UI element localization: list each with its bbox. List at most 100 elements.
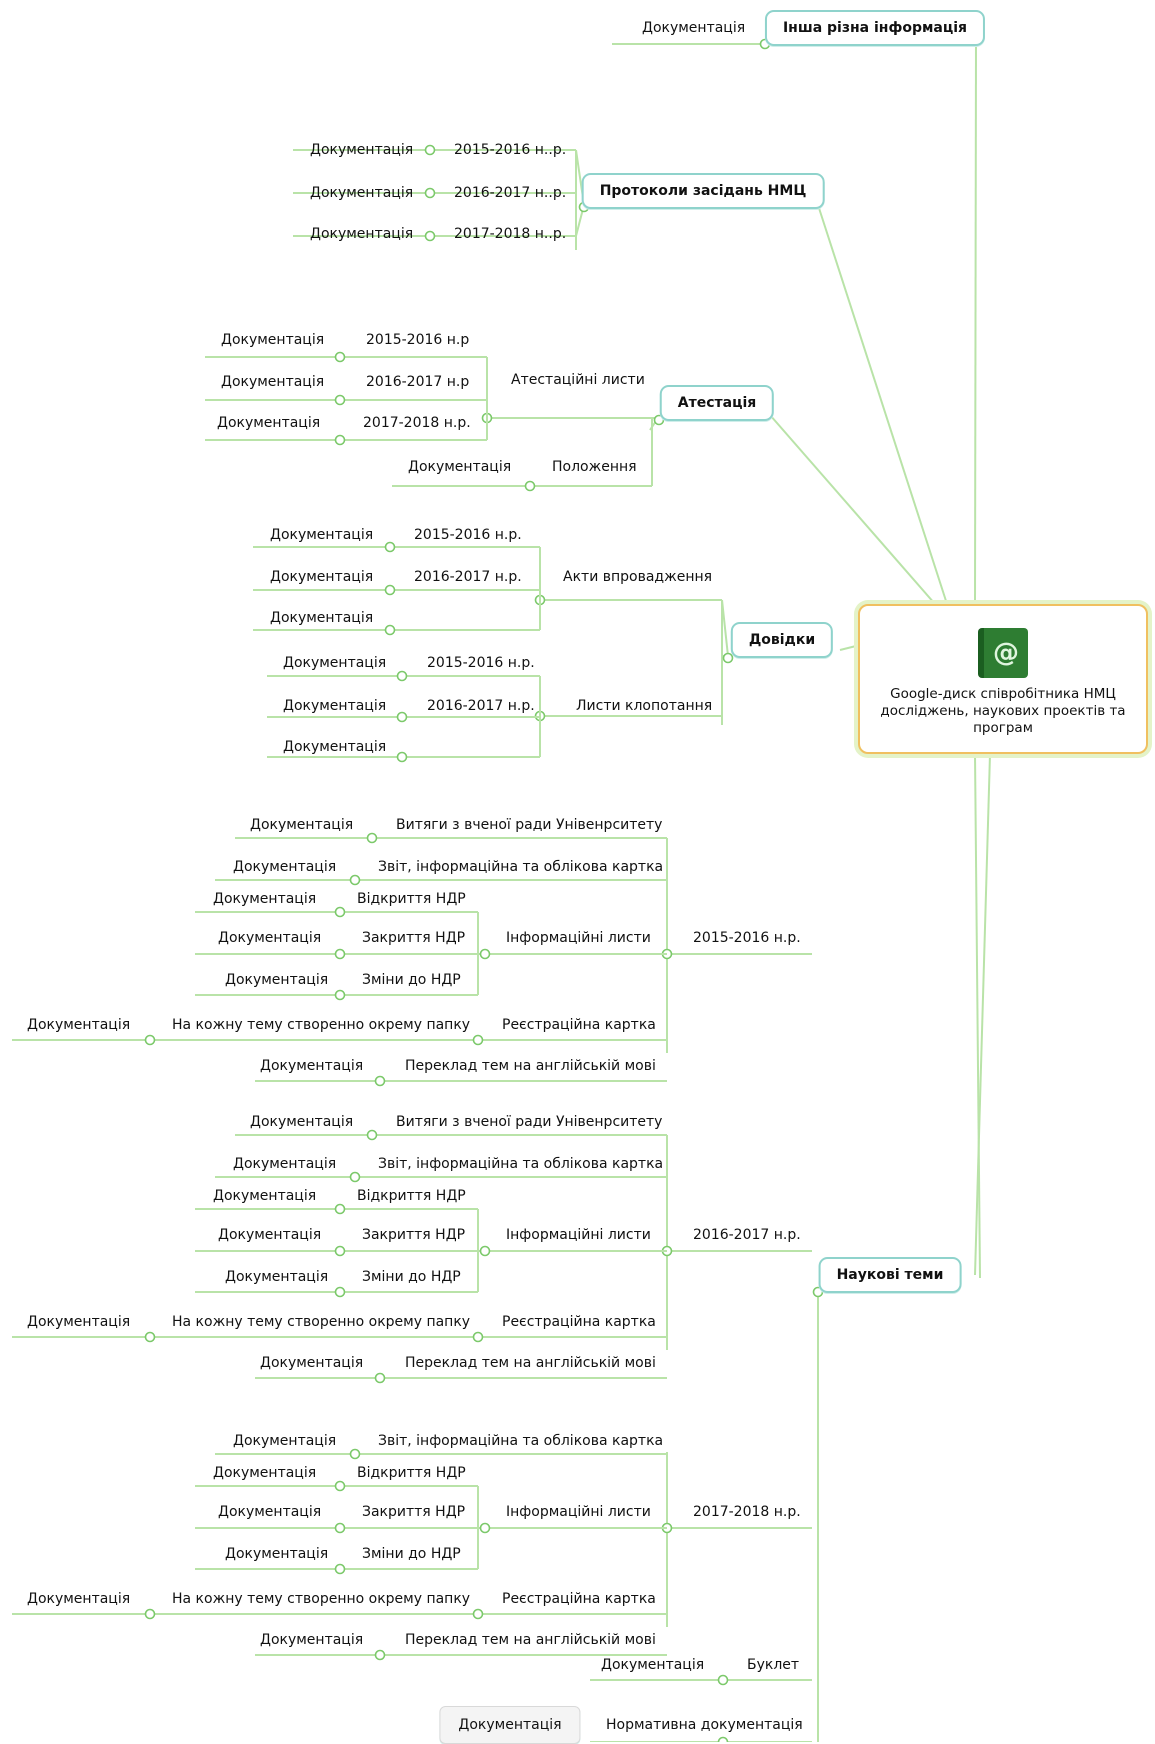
branch-node-dot[interactable] xyxy=(334,1563,346,1575)
t1617-doc-report[interactable]: Документація xyxy=(233,1156,337,1172)
t1617-translation[interactable]: Переклад тем на англійській мові xyxy=(405,1355,656,1371)
t1718-each-theme[interactable]: На кожну тему створенно окрему папку xyxy=(172,1591,471,1607)
t1617-info-letters[interactable]: Інформаційні листи xyxy=(506,1227,651,1243)
themes-booklet[interactable]: Буклет xyxy=(747,1657,800,1673)
t1516-doc-report[interactable]: Документація xyxy=(233,859,337,875)
t1718-open[interactable]: Відкриття НДР xyxy=(357,1465,466,1481)
t1516-each-theme[interactable]: На кожну тему створенно окрему папку xyxy=(172,1017,471,1033)
branch-node-dot[interactable] xyxy=(144,1608,156,1620)
branch-references[interactable]: Довідки xyxy=(730,622,834,658)
branch-node-dot[interactable] xyxy=(334,1286,346,1298)
t1617-year[interactable]: 2016-2017 н.р. xyxy=(693,1227,801,1243)
t1516-info-letters[interactable]: Інформаційні листи xyxy=(506,930,651,946)
t1617-doc-changes[interactable]: Документація xyxy=(225,1269,329,1285)
refs-acts[interactable]: Акти впровадження xyxy=(563,569,713,585)
t1516-council[interactable]: Витяги з вченої ради Унівенрситету xyxy=(396,817,663,833)
doc-att-1718[interactable]: Документація xyxy=(217,415,321,431)
branch-node-dot[interactable] xyxy=(334,1480,346,1492)
branch-node-dot[interactable] xyxy=(334,394,346,406)
t1718-info-letters[interactable]: Інформаційні листи xyxy=(506,1504,651,1520)
doc-proto-1617[interactable]: Документація xyxy=(310,185,414,201)
t1718-doc-translation[interactable]: Документація xyxy=(260,1632,364,1648)
refs-petitions[interactable]: Листи клопотання xyxy=(576,698,713,714)
t1617-open[interactable]: Відкриття НДР xyxy=(357,1188,466,1204)
doc-acts-1516[interactable]: Документація xyxy=(270,527,374,543)
year-att-1718[interactable]: 2017-2018 н.р. xyxy=(363,415,471,431)
branch-node-dot[interactable] xyxy=(479,1245,491,1257)
t1617-each-theme[interactable]: На кожну тему створенно окрему папку xyxy=(172,1314,471,1330)
t1617-report[interactable]: Звіт, інформаційна та облікова картка xyxy=(378,1156,664,1172)
t1617-doc-each[interactable]: Документація xyxy=(27,1314,131,1330)
branch-node-dot[interactable] xyxy=(717,1736,729,1743)
t1516-open[interactable]: Відкриття НДР xyxy=(357,891,466,907)
t1516-doc-close[interactable]: Документація xyxy=(218,930,322,946)
doc-proto-1718[interactable]: Документація xyxy=(310,226,414,242)
branch-node-dot[interactable] xyxy=(396,670,408,682)
year-proto-1617[interactable]: 2016-2017 н..р. xyxy=(454,185,567,201)
branch-node-dot[interactable] xyxy=(396,751,408,763)
branch-node-dot[interactable] xyxy=(374,1372,386,1384)
branch-node-dot[interactable] xyxy=(722,652,734,664)
att-lists[interactable]: Атестаційні листи xyxy=(511,372,645,388)
branch-node-dot[interactable] xyxy=(424,230,436,242)
year-pet-1516[interactable]: 2015-2016 н.р. xyxy=(427,655,535,671)
branch-node-dot[interactable] xyxy=(334,434,346,446)
t1617-changes[interactable]: Зміни до НДР xyxy=(362,1269,461,1285)
t1718-doc-report[interactable]: Документація xyxy=(233,1433,337,1449)
branch-node-dot[interactable] xyxy=(334,948,346,960)
year-att-1516[interactable]: 2015-2016 н.р xyxy=(366,332,470,348)
branch-node-dot[interactable] xyxy=(349,1448,361,1460)
branch-node-dot[interactable] xyxy=(366,1129,378,1141)
t1516-doc-each[interactable]: Документація xyxy=(27,1017,131,1033)
branch-node-dot[interactable] xyxy=(334,1203,346,1215)
branch-node-dot[interactable] xyxy=(384,624,396,636)
t1617-doc-close[interactable]: Документація xyxy=(218,1227,322,1243)
t1617-council[interactable]: Витяги з вченої ради Унівенрситету xyxy=(396,1114,663,1130)
branch-node-dot[interactable] xyxy=(366,832,378,844)
att-regulation[interactable]: Положення xyxy=(552,459,637,475)
t1718-reg-card[interactable]: Реєстраційна картка xyxy=(502,1591,656,1607)
t1718-changes[interactable]: Зміни до НДР xyxy=(362,1546,461,1562)
t1516-report[interactable]: Звіт, інформаційна та облікова картка xyxy=(378,859,664,875)
branch-node-dot[interactable] xyxy=(472,1034,484,1046)
t1718-close[interactable]: Закриття НДР xyxy=(362,1504,466,1520)
t1718-doc-changes[interactable]: Документація xyxy=(225,1546,329,1562)
t1718-report[interactable]: Звіт, інформаційна та облікова картка xyxy=(378,1433,664,1449)
t1516-year[interactable]: 2015-2016 н.р. xyxy=(693,930,801,946)
branch-node-dot[interactable] xyxy=(334,906,346,918)
branch-node-dot[interactable] xyxy=(144,1034,156,1046)
t1718-year[interactable]: 2017-2018 н.р. xyxy=(693,1504,801,1520)
doc-att-reg[interactable]: Документація xyxy=(408,459,512,475)
branch-node-dot[interactable] xyxy=(349,1171,361,1183)
doc-pet-1516[interactable]: Документація xyxy=(283,655,387,671)
themes-normative[interactable]: Нормативна документація xyxy=(606,1717,803,1733)
doc-acts-1718[interactable]: Документація xyxy=(270,610,374,626)
branch-protocols[interactable]: Протоколи засідань НМЦ xyxy=(581,173,825,209)
t1617-doc-translation[interactable]: Документація xyxy=(260,1355,364,1371)
year-pet-1617[interactable]: 2016-2017 н.р. xyxy=(427,698,535,714)
t1718-doc-open[interactable]: Документація xyxy=(213,1465,317,1481)
t1516-reg-card[interactable]: Реєстраційна картка xyxy=(502,1017,656,1033)
branch-node-dot[interactable] xyxy=(524,480,536,492)
t1617-close[interactable]: Закриття НДР xyxy=(362,1227,466,1243)
branch-node-dot[interactable] xyxy=(374,1075,386,1087)
branch-node-dot[interactable] xyxy=(334,1245,346,1257)
t1617-doc-open[interactable]: Документація xyxy=(213,1188,317,1204)
t1516-close[interactable]: Закриття НДР xyxy=(362,930,466,946)
t1617-doc-council[interactable]: Документація xyxy=(250,1114,354,1130)
node-doc-normative[interactable]: Документація xyxy=(439,1706,581,1744)
doc-att-1617[interactable]: Документація xyxy=(221,374,325,390)
year-acts-1617[interactable]: 2016-2017 н.р. xyxy=(414,569,522,585)
year-att-1617[interactable]: 2016-2017 н.р xyxy=(366,374,470,390)
branch-node-dot[interactable] xyxy=(472,1608,484,1620)
t1718-doc-close[interactable]: Документація xyxy=(218,1504,322,1520)
branch-node-dot[interactable] xyxy=(472,1331,484,1343)
t1516-doc-translation[interactable]: Документація xyxy=(260,1058,364,1074)
branch-node-dot[interactable] xyxy=(144,1331,156,1343)
year-acts-1516[interactable]: 2015-2016 н.р. xyxy=(414,527,522,543)
branch-scientific-themes[interactable]: Наукові теми xyxy=(818,1257,962,1293)
t1516-doc-council[interactable]: Документація xyxy=(250,817,354,833)
doc-acts-1617[interactable]: Документація xyxy=(270,569,374,585)
branch-node-dot[interactable] xyxy=(334,989,346,1001)
branch-node-dot[interactable] xyxy=(384,584,396,596)
